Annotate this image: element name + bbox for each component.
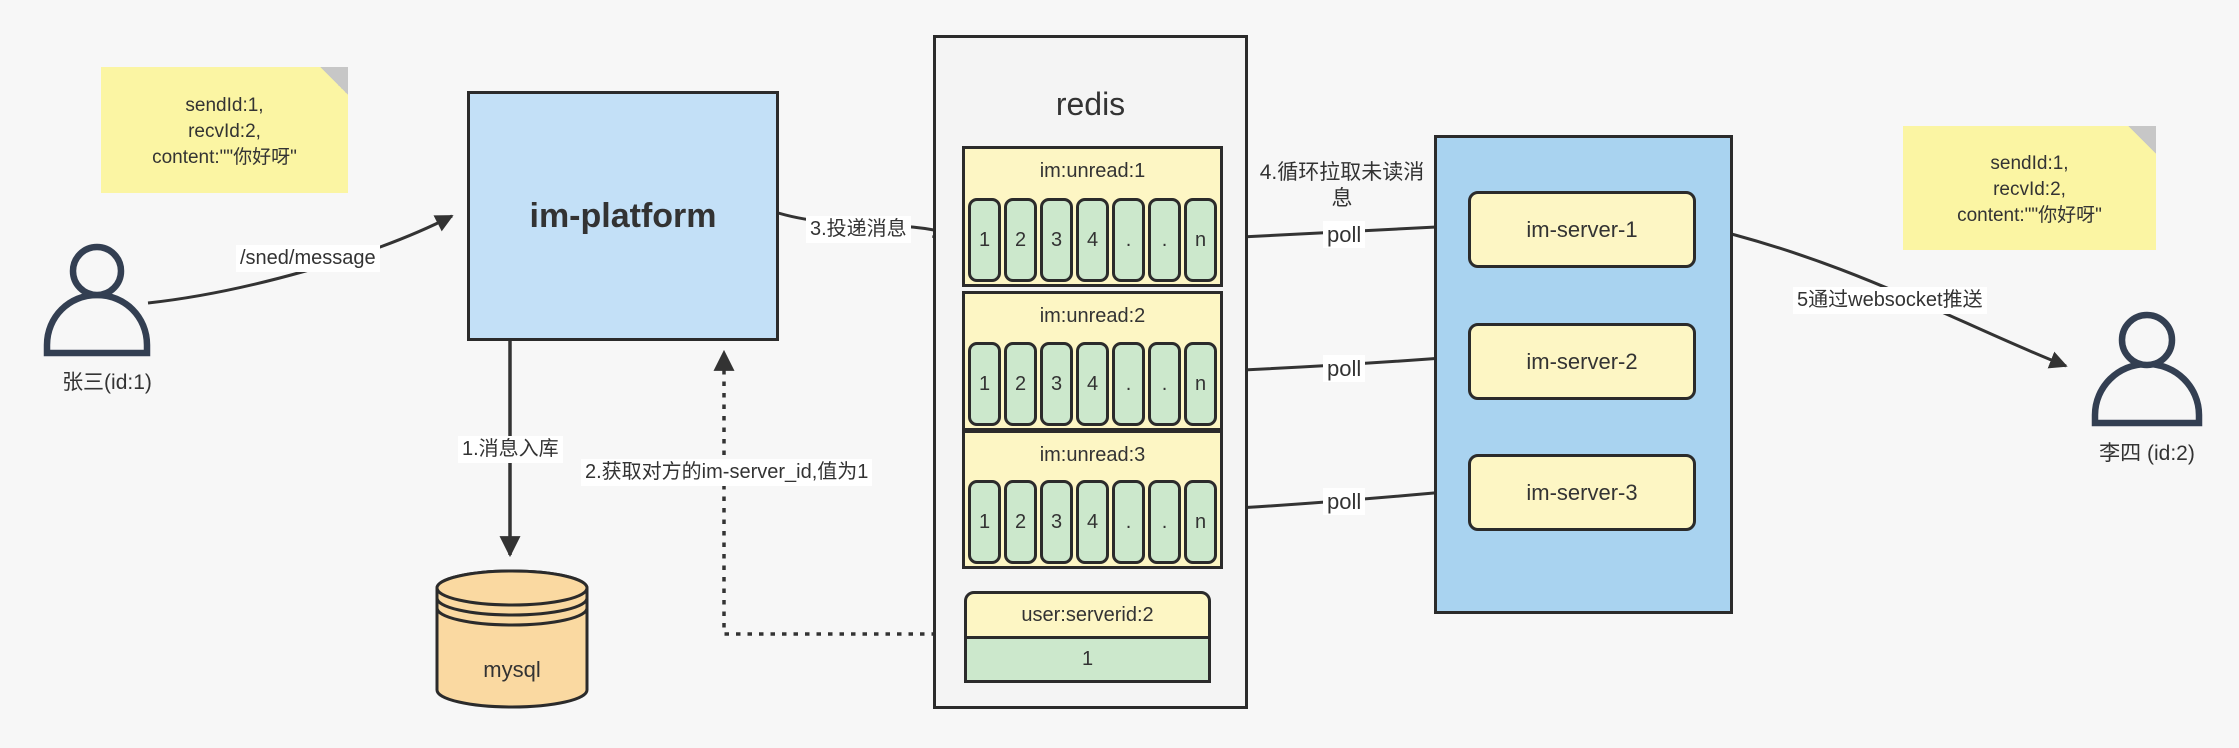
queue-cell: n xyxy=(1184,198,1217,282)
note-line: sendId:1, xyxy=(1990,153,2069,174)
queue-cell: 1 xyxy=(968,480,1001,564)
poll-label-2: poll xyxy=(1323,355,1366,382)
step4-label: 4.循环拉取未读消息 xyxy=(1259,161,1425,210)
sticky-note-sender: sendId:1, recvId:2, content:""你好呀" xyxy=(101,67,348,193)
queue-cell: . xyxy=(1148,342,1181,426)
note-line: recvId:2, xyxy=(188,121,261,142)
queue-cell: 2 xyxy=(1004,198,1037,282)
queue-cell: n xyxy=(1184,480,1217,564)
queue-cells: 1 2 3 4 . . n xyxy=(968,342,1217,426)
arrow-get-serverid-dotted xyxy=(713,349,959,636)
queue-cell: 2 xyxy=(1004,342,1037,426)
note-line: content:""你好呀" xyxy=(152,147,297,168)
queue-cell: 3 xyxy=(1040,198,1073,282)
im-platform-box: im-platform xyxy=(467,91,779,341)
poll-label-1: poll xyxy=(1323,221,1366,248)
note-line: sendId:1, xyxy=(185,95,264,116)
user-serverid-title: user:serverid:2 xyxy=(964,591,1211,639)
note-line: content:""你好呀" xyxy=(1957,205,2102,226)
queue-cell: 4 xyxy=(1076,342,1109,426)
queue-cell: 3 xyxy=(1040,480,1073,564)
queue-cell: 3 xyxy=(1040,342,1073,426)
queue-title: im:unread:1 xyxy=(1039,160,1146,182)
user-icon-sender xyxy=(43,243,151,357)
user-serverid-value: 1 xyxy=(964,639,1211,683)
queue-cell: . xyxy=(1112,480,1145,564)
step1-label: 1.消息入库 xyxy=(458,436,563,463)
sender-label: 张三(id:1) xyxy=(62,371,152,394)
user-serverid-block: user:serverid:2 1 xyxy=(964,591,1211,683)
sticky-note-receiver: sendId:1, recvId:2, content:""你好呀" xyxy=(1903,126,2156,250)
im-server-2-box: im-server-2 xyxy=(1468,323,1696,400)
im-server-3-box: im-server-3 xyxy=(1468,454,1696,531)
note-fold-corner xyxy=(320,67,348,95)
queue-cell: n xyxy=(1184,342,1217,426)
queue-cells: 1 2 3 4 . . n xyxy=(968,198,1217,282)
im-server-panel: im-server-1 im-server-2 im-server-3 xyxy=(1434,135,1733,614)
redis-queue-unread-3: im:unread:3 1 2 3 4 . . n xyxy=(962,430,1223,569)
step3-label: 3.投递消息 xyxy=(806,216,911,243)
redis-title: redis xyxy=(1055,86,1126,122)
queue-cells: 1 2 3 4 . . n xyxy=(968,480,1217,564)
note-fold-corner xyxy=(2128,126,2156,154)
queue-title: im:unread:2 xyxy=(1039,305,1146,327)
queue-cell: 4 xyxy=(1076,198,1109,282)
mysql-db-icon xyxy=(435,569,589,709)
queue-cell: 1 xyxy=(968,342,1001,426)
queue-cell: 2 xyxy=(1004,480,1037,564)
queue-cell: . xyxy=(1148,480,1181,564)
step2-label: 2.获取对方的im-server_id,值为1 xyxy=(581,459,873,486)
user-icon-receiver xyxy=(2091,311,2203,427)
redis-queue-unread-2: im:unread:2 1 2 3 4 . . n xyxy=(962,291,1223,431)
step5-label: 5通过websocket推送 xyxy=(1793,287,1987,314)
queue-title: im:unread:3 xyxy=(1039,444,1146,466)
im-server-1-box: im-server-1 xyxy=(1468,191,1696,268)
send-api-label: /sned/message xyxy=(236,245,380,272)
receiver-label: 李四 (id:2) xyxy=(2099,442,2195,465)
queue-cell: . xyxy=(1112,198,1145,282)
poll-label-3: poll xyxy=(1323,488,1366,515)
queue-cell: . xyxy=(1112,342,1145,426)
queue-cell: . xyxy=(1148,198,1181,282)
redis-queue-unread-1: im:unread:1 1 2 3 4 . . n xyxy=(962,146,1223,287)
queue-cell: 4 xyxy=(1076,480,1109,564)
note-line: recvId:2, xyxy=(1993,179,2066,200)
queue-cell: 1 xyxy=(968,198,1001,282)
redis-container: redis im:unread:1 1 2 3 4 . . n im:unrea… xyxy=(933,35,1248,709)
mysql-label: mysql xyxy=(483,657,541,682)
